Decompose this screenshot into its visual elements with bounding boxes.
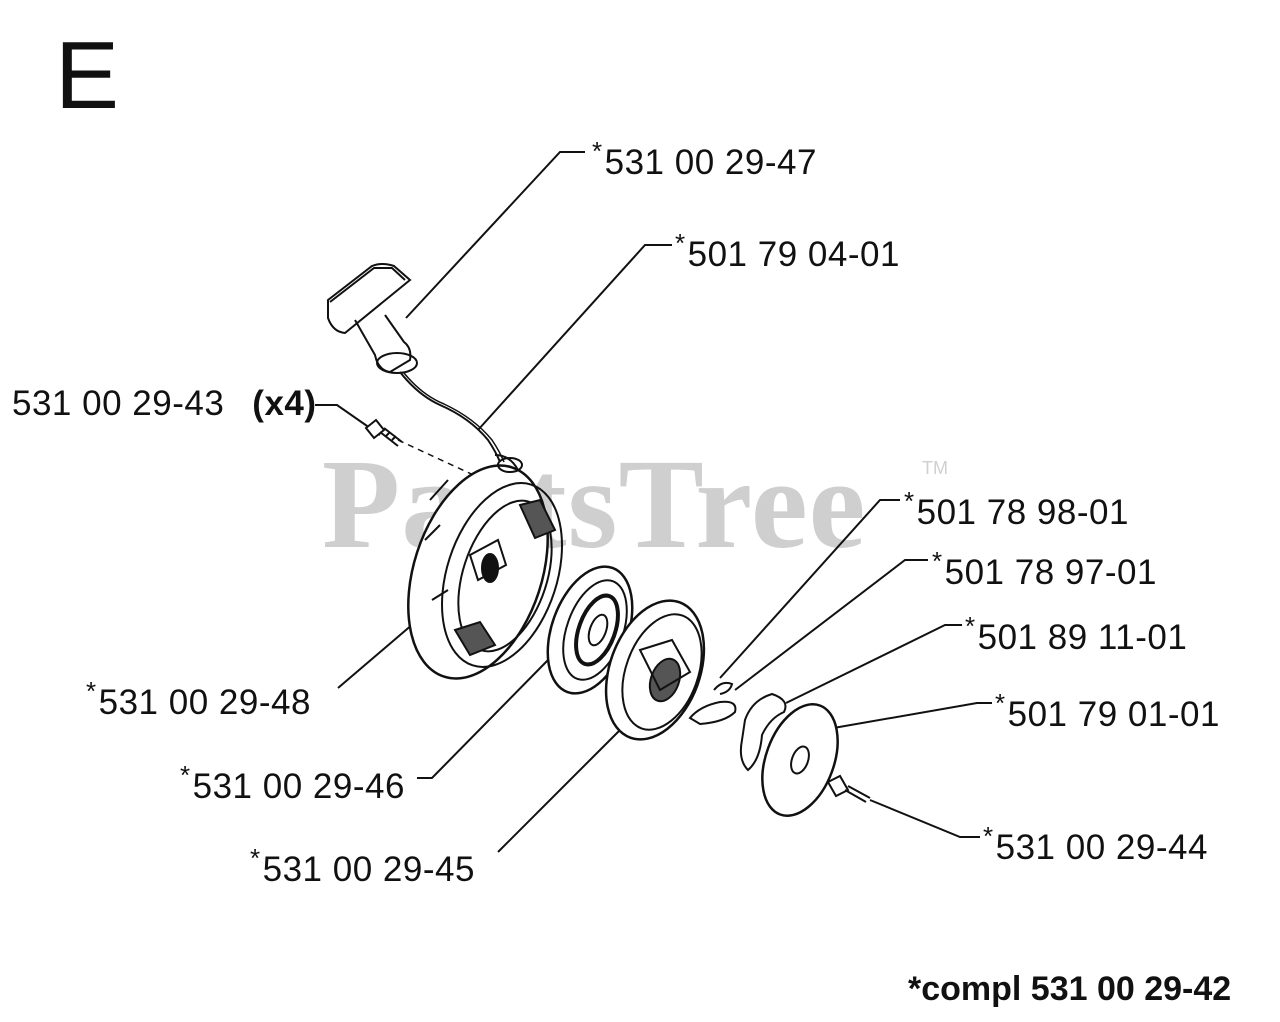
center-screw-drawing [826, 774, 871, 803]
part-label-501-79-04-01[interactable]: *501 79 04-01 [675, 228, 900, 274]
leader-line-531-00-29-48 [337, 617, 421, 689]
part-label-501-79-01-01[interactable]: *501 79 01-01 [995, 688, 1220, 734]
leader-line-531-00-29-44 [869, 799, 980, 838]
leader-line-531-00-29-45 [497, 724, 626, 853]
part-label-531-00-29-48[interactable]: *531 00 29-48 [86, 676, 311, 722]
leader-line-501-78-98-01 [719, 499, 900, 679]
part-label-531-00-29-45[interactable]: *531 00 29-45 [250, 843, 475, 889]
leader-line-531-00-29-43 [315, 404, 381, 436]
part-label-501-89-11-01[interactable]: *501 89 11-01 [965, 611, 1188, 657]
complete-assembly-note: *compl 531 00 29-42 [908, 970, 1232, 1008]
watermark-trademark: TM [922, 458, 948, 478]
leader-line-531-00-29-46 [417, 659, 549, 779]
screw-drawing [364, 418, 403, 447]
part-label-501-78-97-01[interactable]: *501 78 97-01 [932, 546, 1157, 592]
leader-line-501-79-01-01 [821, 702, 992, 731]
pawl-guide-drawing [739, 692, 787, 772]
leader-line-531-00-29-47 [405, 151, 585, 319]
leader-line-501-89-11-01 [785, 624, 962, 704]
quantity-label: (x4) [252, 384, 317, 423]
starter-handle-drawing [327, 263, 505, 463]
washer-drawing [761, 703, 839, 817]
starter-housing-drawing [407, 454, 563, 680]
part-label-501-78-98-01[interactable]: *501 78 98-01 [904, 486, 1129, 532]
part-label-531-00-29-47[interactable]: *531 00 29-47 [592, 136, 817, 182]
part-label-531-00-29-46[interactable]: *531 00 29-46 [180, 760, 405, 806]
part-label-531-00-29-44[interactable]: *531 00 29-44 [983, 821, 1208, 867]
leader-line-dashed [397, 439, 481, 479]
watermark: PartsTree [322, 433, 867, 575]
pulley-drawing [604, 599, 706, 741]
leader-line-501-78-97-01 [734, 559, 928, 691]
section-letter: E [55, 22, 120, 129]
part-label-531-00-29-43[interactable]: 531 00 29-43(x4) [12, 384, 317, 423]
pawl-drawing [688, 681, 737, 726]
leader-line-501-79-04-01 [477, 244, 672, 431]
